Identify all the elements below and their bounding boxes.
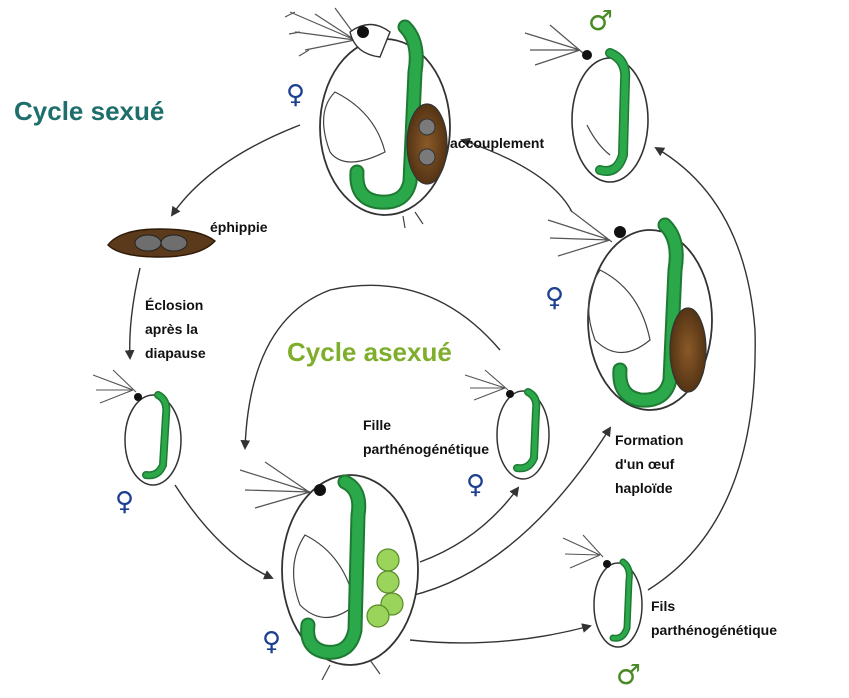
hatchling-female-daphnia (93, 370, 181, 485)
male-symbol-bottom: ♂ (616, 658, 641, 691)
female-symbol-right: ♀ (545, 283, 564, 313)
haploid-egg-label: Formation d'un œuf haploïde (615, 428, 683, 500)
female-symbol-left: ♀ (115, 487, 134, 517)
hatching-label: Éclosion après la diapause (145, 293, 206, 365)
arrow-ephippium-to-hatchling (130, 268, 140, 358)
arrow-to-son (410, 626, 590, 643)
asexual-cycle-title: Cycle asexué (287, 337, 452, 368)
male-symbol-top: ♂ (588, 4, 613, 37)
daughter-label: Fille parthénogénétique (363, 413, 489, 461)
female-symbol-center: ♀ (262, 627, 281, 657)
sons-label: Fils parthénogénétique (651, 594, 777, 642)
mating-label: accouplement (450, 131, 544, 155)
sexual-female-daphnia (285, 8, 450, 228)
ephippium (108, 229, 215, 257)
female-symbol-top: ♀ (286, 80, 305, 110)
ephippium-label: éphippie (210, 215, 268, 239)
male-daphnia (525, 25, 648, 182)
sexual-cycle-title: Cycle sexué (14, 96, 164, 127)
haploid-egg-female-daphnia (548, 210, 712, 410)
female-symbol-daughter: ♀ (466, 470, 485, 500)
arrow-hatchling-to-asexual-female (175, 485, 272, 578)
arrow-female-to-ephippium (172, 125, 300, 215)
